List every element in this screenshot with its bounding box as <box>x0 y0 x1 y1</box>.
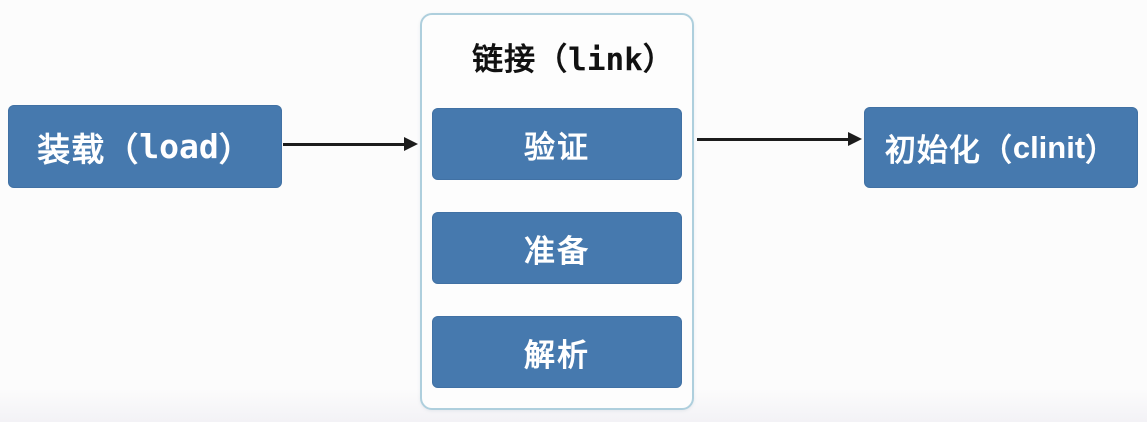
link-title-zh: 链接（ <box>472 42 569 77</box>
link-group-title: 链接（link） <box>0 34 1147 79</box>
node-load: 装载（load） <box>8 105 282 188</box>
step-prepare: 准备 <box>432 212 682 284</box>
node-clinit-label-en: clinit <box>1012 129 1086 165</box>
node-load-label-close: ） <box>218 130 253 168</box>
link-title-en: link <box>568 42 643 78</box>
node-clinit-label-zh: 初始化（ <box>884 133 1013 168</box>
step-resolve: 解析 <box>432 316 682 388</box>
link-title-close: ） <box>642 42 675 77</box>
node-load-label-zh: 装载（ <box>37 130 140 168</box>
arrow-right-icon <box>404 137 418 151</box>
node-load-label-en: load <box>139 127 219 166</box>
arrow-right-icon <box>848 132 862 146</box>
node-clinit-label-close: ） <box>1085 133 1118 168</box>
arrow-link-to-clinit <box>697 132 862 146</box>
arrow-load-to-link <box>283 137 418 151</box>
step-verify: 验证 <box>432 108 682 180</box>
node-clinit: 初始化（clinit） <box>864 107 1138 188</box>
